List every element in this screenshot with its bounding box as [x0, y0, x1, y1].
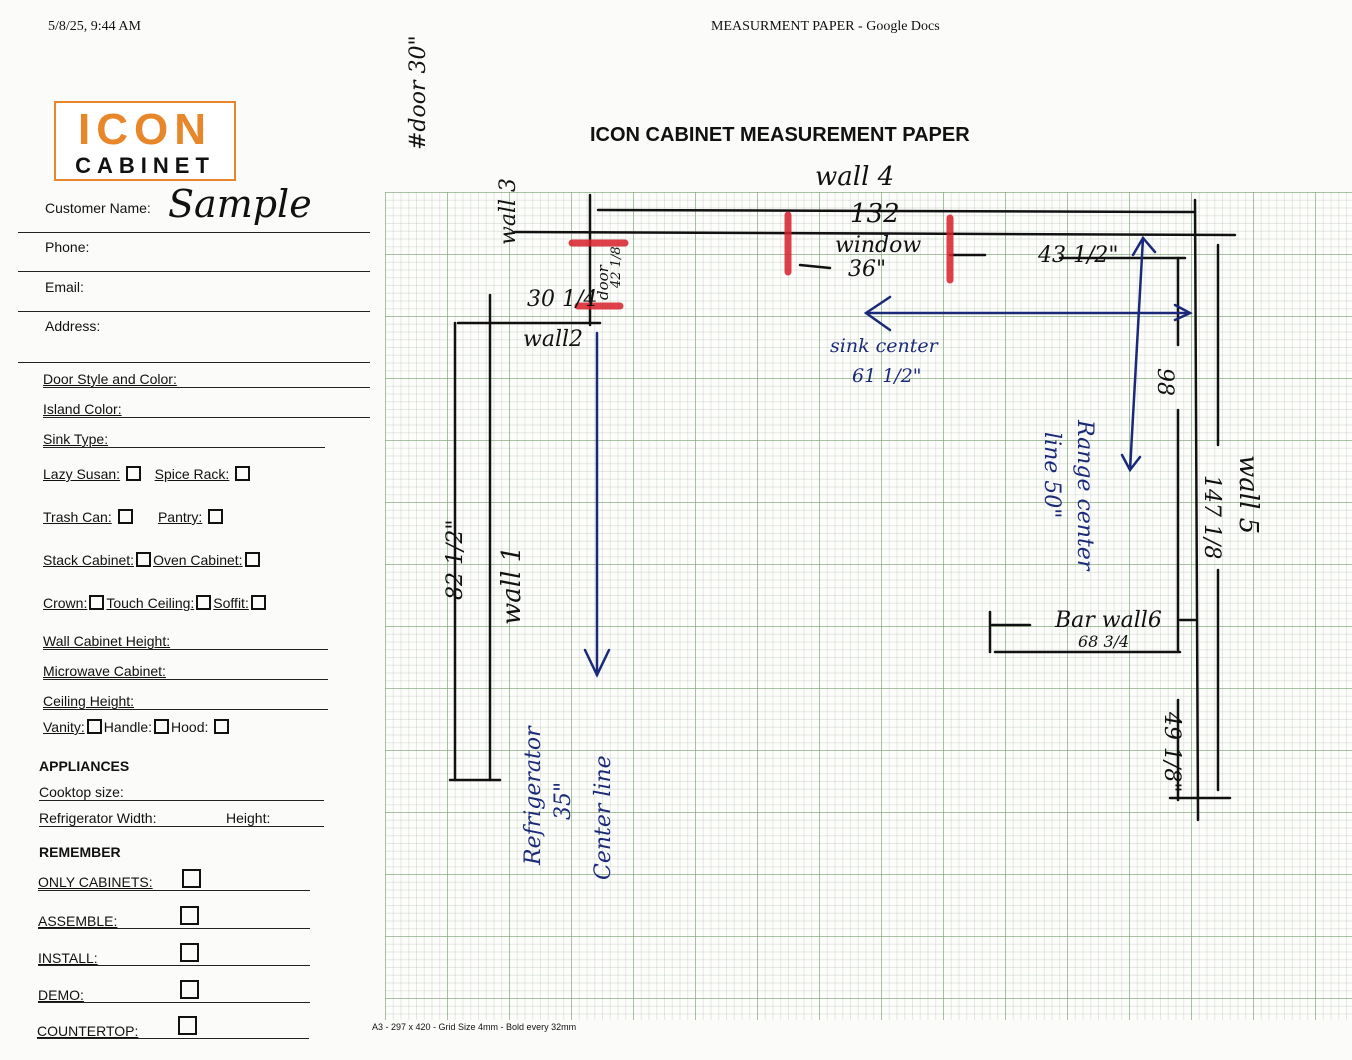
wall1-length: 82 1/2" — [443, 519, 468, 600]
handle-label: Handle: — [103, 719, 153, 735]
sink-center-label: sink center — [830, 335, 940, 357]
spice-rack-label: Spice Rack: — [154, 466, 230, 482]
demo-checkbox[interactable] — [180, 980, 199, 999]
customer-name-label: Customer Name: — [45, 200, 151, 216]
install-checkbox[interactable] — [180, 943, 199, 962]
sink-type-label: Sink Type: — [43, 431, 109, 447]
fridge-height-label: Height: — [226, 810, 271, 826]
email-label: Email: — [45, 279, 84, 295]
vanity-checkbox[interactable] — [86, 719, 102, 734]
install-label: INSTALL: — [38, 950, 98, 966]
print-datetime: 5/8/25, 9:44 AM — [48, 19, 141, 34]
stack-cabinet-checkbox[interactable] — [136, 552, 152, 567]
remember-heading: REMEMBER — [39, 844, 121, 860]
assemble-label: ASSEMBLE: — [38, 913, 118, 929]
logo: ICON CABINET — [54, 101, 236, 181]
only-cabinets-checkbox[interactable] — [182, 869, 201, 888]
window-label: window — [835, 233, 921, 258]
wall2-length: 30 1/4 — [527, 287, 597, 312]
wall1-label: wall 1 — [497, 546, 527, 625]
crown-label: Crown: — [43, 595, 88, 611]
hood-label: Hood: — [171, 719, 209, 735]
pantry-checkbox[interactable] — [208, 509, 224, 524]
wall4-length: 132 — [850, 199, 900, 229]
range-center-label: Range center — [1072, 419, 1097, 572]
lazy-susan-label: Lazy Susan: — [43, 466, 121, 482]
soffit-checkbox[interactable] — [250, 595, 266, 610]
hood-checkbox[interactable] — [214, 719, 230, 734]
wall3-label: wall 3 — [496, 178, 521, 245]
end-length: 49 1/8" — [1159, 711, 1184, 793]
only-cabinets-label: ONLY CABINETS: — [38, 874, 153, 890]
wall5-label: wall 5 — [1233, 455, 1263, 534]
wall2-label: wall2 — [523, 327, 583, 352]
logo-line1: ICON — [78, 105, 212, 154]
demo-label: DEMO: — [38, 987, 84, 1003]
range-distance: 43 1/2" — [1037, 243, 1119, 268]
bar-wall-length: 68 3/4 — [1078, 632, 1129, 651]
soffit-label: Soffit: — [213, 595, 249, 611]
countertop-checkbox[interactable] — [178, 1016, 197, 1035]
wall4-label: wall 4 — [815, 162, 894, 192]
door-note: #door 30" — [406, 35, 431, 150]
customer-name-value[interactable]: Sample — [168, 182, 312, 226]
fridge-label: Refrigerator — [521, 725, 546, 866]
wall-cabinet-height-label: Wall Cabinet Height: — [43, 633, 171, 649]
oven-cabinet-checkbox[interactable] — [244, 552, 260, 567]
blue-arrows — [583, 235, 1193, 678]
touch-ceiling-checkbox[interactable] — [196, 595, 212, 610]
appliances-heading: APPLIANCES — [39, 758, 130, 774]
trash-can-checkbox[interactable] — [117, 509, 133, 524]
door-length: 42 1/8 — [609, 246, 624, 289]
island-color-label: Island Color: — [43, 401, 122, 417]
ceiling-height-label: Ceiling Height: — [43, 693, 135, 709]
logo-line2: CABINET — [75, 153, 215, 178]
range-length: 98 — [1152, 368, 1177, 396]
door-style-label: Door Style and Color: — [43, 371, 177, 387]
touch-ceiling-label: Touch Ceiling: — [106, 595, 195, 611]
red-markers — [568, 211, 954, 310]
pantry-label: Pantry: — [157, 509, 203, 525]
vanity-label: Vanity: — [43, 719, 85, 735]
phone-label: Phone: — [45, 239, 90, 255]
handle-checkbox[interactable] — [154, 719, 170, 734]
grid-footer: A3 - 297 x 420 - Grid Size 4mm - Bold ev… — [372, 1022, 577, 1032]
fridge-center-line: Center line — [591, 755, 616, 880]
lazy-susan-checkbox[interactable] — [125, 466, 141, 481]
crown-checkbox[interactable] — [89, 595, 105, 610]
row-stack-cabinet: Stack Cabinet: Oven Cabinet: — [43, 552, 262, 568]
assemble-checkbox[interactable] — [180, 906, 199, 925]
trash-can-label: Trash Can: — [43, 509, 112, 525]
microwave-cabinet-label: Microwave Cabinet: — [43, 663, 166, 679]
wall5-length: 147 1/8 — [1199, 475, 1224, 559]
row-trash-can: Trash Can: Pantry: — [43, 509, 225, 525]
fridge-length: 35" — [551, 782, 576, 820]
window-length: 36" — [848, 257, 886, 282]
countertop-label: COUNTERTOP: — [37, 1023, 139, 1039]
grid-paper — [385, 192, 1352, 1020]
page-title: ICON CABINET MEASUREMENT PAPER — [590, 124, 970, 146]
row-vanity: Vanity: Handle: Hood: — [43, 719, 231, 735]
row-crown: Crown: Touch Ceiling: Soffit: — [43, 595, 268, 611]
door-label: door — [594, 264, 612, 300]
row-lazy-susan: Lazy Susan: Spice Rack: — [43, 466, 252, 482]
stack-cabinet-label: Stack Cabinet: — [43, 552, 135, 568]
oven-cabinet-label: Oven Cabinet: — [153, 552, 243, 568]
bar-wall-label: Bar wall6 — [1054, 608, 1162, 633]
fridge-width-label: Refrigerator Width: — [39, 810, 157, 826]
sink-center-length: 61 1/2" — [852, 365, 922, 387]
cooktop-label: Cooktop size: — [39, 784, 124, 800]
doc-title: MEASURMENT PAPER - Google Docs — [711, 19, 940, 34]
address-label: Address: — [45, 318, 101, 334]
range-center-length: line 50" — [1039, 432, 1064, 518]
spice-rack-checkbox[interactable] — [235, 466, 251, 481]
